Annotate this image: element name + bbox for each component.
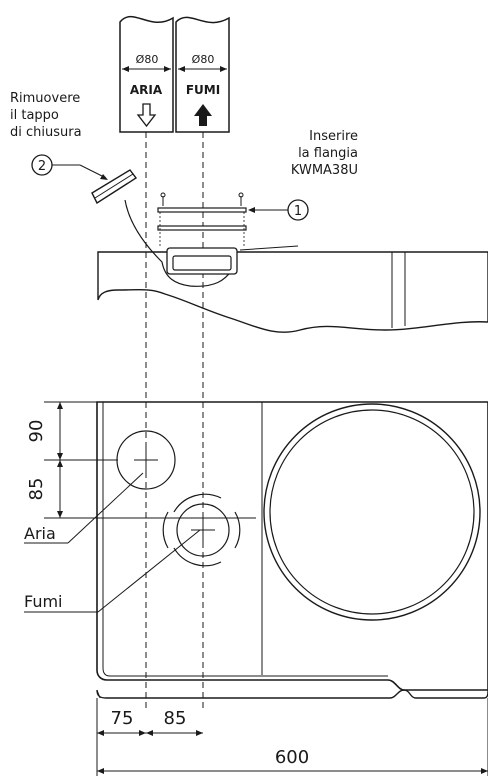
insert-flange-note: Inserire la flangia KWMA38U	[291, 129, 358, 178]
remove-cap-line-2: il tappo	[10, 108, 59, 123]
fumi-leader	[24, 529, 201, 613]
insert-flange-line-1: Inserire	[309, 129, 358, 144]
flue-diameter-label: Ø80	[192, 53, 215, 66]
remove-cap-note: Rimuovere il tappo di chiusura	[10, 91, 82, 140]
callout-2: 2	[31, 154, 108, 180]
flue-up-arrow-icon	[194, 104, 212, 126]
fumi-label: Fumi	[24, 592, 63, 611]
dimension-600: 600	[275, 747, 309, 768]
boiler-top-view	[96, 401, 488, 699]
remove-cap-line-1: Rimuovere	[10, 91, 80, 106]
horizontal-dimensions	[96, 698, 488, 776]
dimension-85-horizontal: 85	[164, 708, 187, 729]
vertical-dimensions	[44, 401, 150, 519]
air-pipe	[119, 15, 174, 133]
air-pipe-label: ARIA	[130, 83, 163, 97]
flue-pipe	[175, 16, 230, 133]
boiler-side-view	[97, 199, 488, 333]
flue-outlet	[150, 493, 256, 567]
aria-label: Aria	[24, 524, 56, 543]
insert-flange-line-3: KWMA38U	[291, 163, 358, 178]
dimension-75: 75	[111, 708, 134, 729]
remove-cap-line-3: di chiusura	[10, 125, 82, 140]
air-outlet	[116, 430, 176, 490]
air-down-arrow-icon	[136, 103, 157, 128]
callout-2-number: 2	[38, 159, 46, 174]
flue-diameter-arrow	[178, 66, 227, 72]
closing-cap	[91, 169, 138, 205]
dimension-85-vertical: 85	[26, 478, 47, 501]
dimension-90: 90	[26, 420, 47, 443]
callout-1: 1	[248, 199, 309, 221]
air-diameter-arrow	[122, 66, 171, 72]
flue-pipe-label: FUMI	[186, 83, 220, 97]
callout-1-number: 1	[294, 204, 302, 219]
insert-flange-line-2: la flangia	[298, 146, 358, 161]
aria-leader	[24, 472, 144, 544]
air-diameter-label: Ø80	[136, 53, 159, 66]
flange-kwma38u	[157, 192, 247, 248]
